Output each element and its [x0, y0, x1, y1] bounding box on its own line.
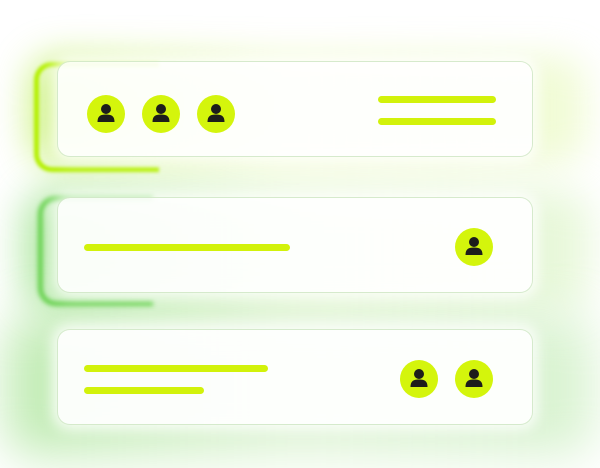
user-icon — [410, 369, 428, 387]
user-icon — [152, 104, 170, 122]
text-placeholder-line — [84, 244, 290, 251]
avatar[interactable] — [455, 360, 493, 398]
avatar[interactable] — [400, 360, 438, 398]
user-icon — [207, 104, 225, 122]
text-placeholder-line — [378, 96, 496, 103]
avatar[interactable] — [197, 95, 235, 133]
list-card-2[interactable] — [58, 198, 532, 292]
user-icon — [465, 237, 483, 255]
avatar[interactable] — [142, 95, 180, 133]
user-icon — [465, 369, 483, 387]
list-card-3[interactable] — [58, 330, 532, 424]
avatar[interactable] — [87, 95, 125, 133]
user-icon — [97, 104, 115, 122]
text-placeholder-line — [84, 387, 204, 394]
text-placeholder-line — [84, 365, 268, 372]
avatar[interactable] — [455, 228, 493, 266]
text-placeholder-line — [378, 118, 496, 125]
list-card-1[interactable] — [58, 62, 532, 156]
